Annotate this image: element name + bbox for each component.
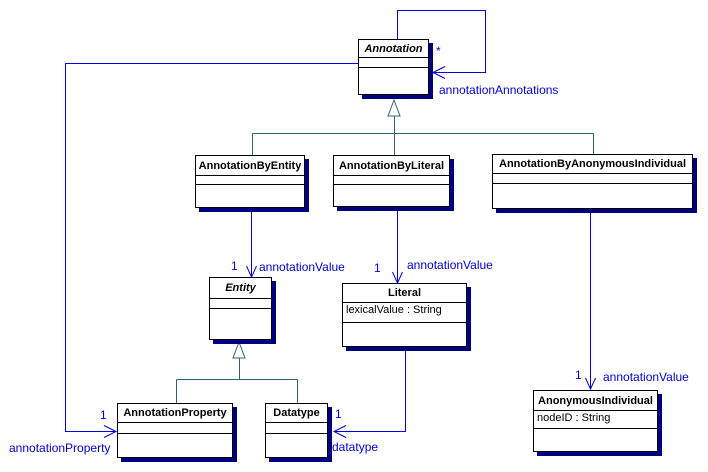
multiplicity-annotation-value-anonymous: 1 [575,368,582,382]
class-annotation-by-entity[interactable]: AnnotationByEntity [195,155,305,208]
association-annotation-property [65,63,358,438]
label-annotation-value-literal: annotationValue [407,258,493,272]
multiplicity-annotation-annotations: * [436,44,441,58]
generalization-entity-group [176,340,298,403]
class-name: AnnotationByAnonymousIndividual [493,155,692,174]
label-annotation-value-anonymous: annotationValue [603,370,689,384]
class-datatype[interactable]: Datatype [265,403,328,458]
class-entity[interactable]: Entity [209,277,272,340]
open-arrowhead [332,425,347,438]
operations-compartment [334,185,449,206]
class-name: AnonymousIndividual [534,391,657,411]
class-annotation-by-literal[interactable]: AnnotationByLiteral [333,155,450,207]
class-annotation[interactable]: Annotation [358,39,429,95]
label-annotation-value-entity: annotationValue [259,260,345,274]
attributes-compartment [359,58,428,68]
multiplicity-annotation-value-entity: 1 [231,259,238,273]
operations-compartment [210,309,271,339]
class-name: Literal [343,284,466,303]
attributes-compartment [493,174,692,184]
multiplicity-datatype: 1 [335,407,342,421]
operations-compartment [196,185,304,207]
class-name: Datatype [266,404,327,423]
label-annotation-annotations: annotationAnnotations [439,83,559,97]
open-arrowhead [431,66,446,79]
multiplicity-annotation-property: 1 [100,408,107,422]
generalization-annotation-group [252,98,594,155]
attributes-compartment [266,423,327,434]
operations-compartment [493,184,692,208]
operations-compartment [118,434,232,457]
generalization-triangle-annotation [387,98,401,117]
attributes-compartment [118,423,232,434]
association-value-anonymous [585,213,596,391]
operations-compartment [266,434,327,457]
class-anonymous-individual[interactable]: AnonymousIndividual nodeID : String [533,390,658,452]
class-annotation-by-anonymous-individual[interactable]: AnnotationByAnonymousIndividual [492,154,693,209]
open-arrowhead [103,425,118,438]
attributes-compartment: lexicalValue : String [343,303,466,323]
class-name: AnnotationByEntity [196,156,304,176]
label-annotation-property: annotationProperty [9,441,111,455]
multiplicity-annotation-value-literal: 1 [374,261,381,275]
open-arrowhead [585,377,596,391]
operations-compartment [343,323,466,346]
class-name: Annotation [359,40,428,58]
generalization-triangle-entity [232,340,246,359]
operations-compartment [359,68,428,94]
operations-compartment [534,429,657,451]
attributes-compartment [334,176,449,185]
association-datatype [332,351,406,438]
attributes-compartment [210,299,271,309]
class-name: Entity [210,278,271,299]
class-annotation-property[interactable]: AnnotationProperty [117,403,233,458]
class-literal[interactable]: Literal lexicalValue : String [342,283,467,347]
association-value-literal [392,211,403,285]
attributes-compartment: nodeID : String [534,411,657,429]
class-name: AnnotationProperty [118,404,232,423]
association-value-entity [246,212,257,279]
label-datatype: datatype [332,440,379,454]
class-name: AnnotationByLiteral [334,156,449,176]
association-annotation-self [397,10,486,79]
attributes-compartment [196,176,304,185]
